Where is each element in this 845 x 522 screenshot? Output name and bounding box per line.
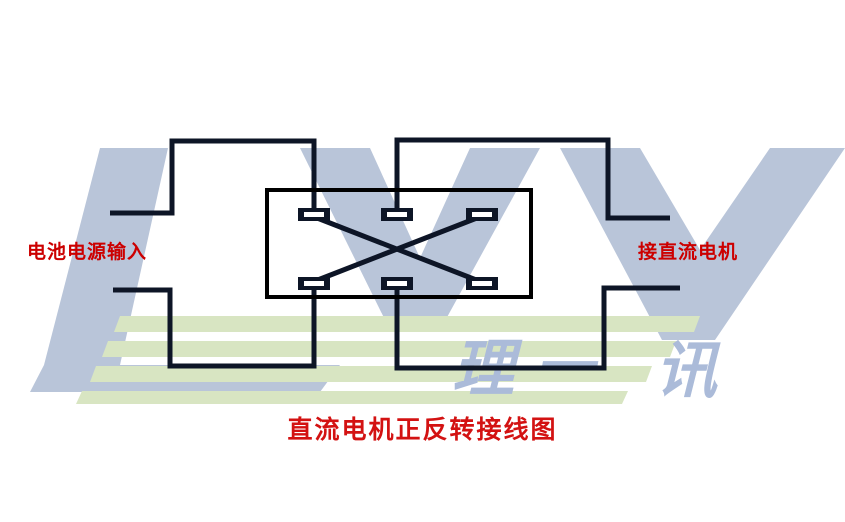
cross-wires-group (309, 213, 485, 286)
terminal-bottom-middle[interactable] (381, 277, 413, 290)
watermark-char-right: 讯 (655, 334, 721, 407)
terminal-top-right[interactable] (466, 208, 498, 221)
cross-wire-tr-bl (309, 213, 483, 286)
watermark-char-middle: — (540, 324, 602, 397)
wire-battery-negative (113, 286, 317, 369)
label-battery-input: 电池电源输入 (27, 241, 148, 263)
terminal-bottom-right[interactable] (466, 277, 498, 290)
diagram-caption: 直流电机正反转接线图 (287, 415, 558, 444)
switch-box[interactable] (265, 188, 533, 299)
watermark-bands-green (76, 316, 700, 404)
label-dc-motor: 接直流电机 (638, 241, 739, 263)
terminals-group (298, 208, 498, 290)
wire-motor-positive (394, 137, 670, 221)
wires-group (110, 137, 680, 371)
terminal-bottom-left[interactable] (298, 277, 330, 290)
terminal-top-left[interactable] (298, 208, 330, 221)
terminal-top-middle[interactable] (381, 208, 413, 221)
wire-motor-negative (394, 285, 680, 371)
wire-battery-positive (110, 138, 317, 216)
